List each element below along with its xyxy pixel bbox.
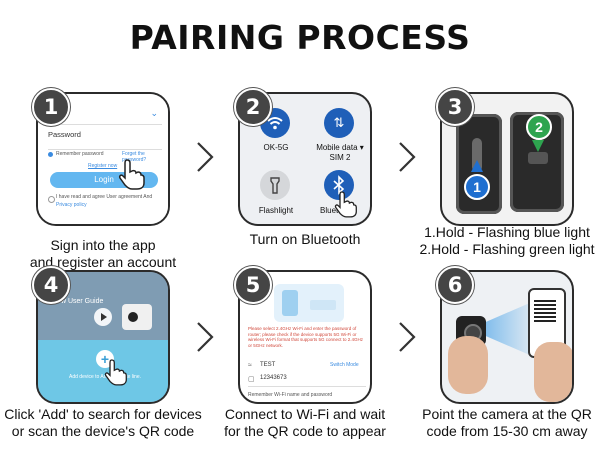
arrow-down-icon (532, 140, 544, 152)
step-3-caption: 1.Hold - Flashing blue light 2.Hold - Fl… (412, 224, 600, 258)
step-4-caption-line2: or scan the device's QR code (11, 423, 195, 439)
wifi-label: OK-5G (263, 143, 289, 152)
step-6-caption: Point the camera at the QR code from 15-… (412, 406, 600, 440)
mobile-data-sub: SIM 2 (329, 153, 351, 162)
qr-code (534, 300, 556, 322)
step-3-caption-line2: 2.Hold - Flashing green light (419, 241, 595, 257)
step-1-caption-line2: and register an account (29, 254, 177, 270)
password-field[interactable] (48, 140, 162, 150)
step-2-caption: Turn on Bluetooth (210, 231, 400, 248)
login-label: Login (94, 175, 114, 184)
chevron-right-icon (399, 322, 416, 352)
chevron-down-icon: ⌄ (150, 108, 158, 118)
step-2-caption-line1: Turn on Bluetooth (249, 231, 361, 247)
play-button[interactable] (94, 308, 112, 326)
hand-pointer-icon (119, 159, 145, 190)
flashlight-label: Flashlight (258, 206, 294, 215)
add-device-caption: Add device to Arlog this site line. (69, 374, 141, 380)
forgot-password-link[interactable]: Forget the password? (122, 151, 147, 163)
wifi-notice: Please select 2.4GHz Wi-Fi and enter the… (248, 326, 364, 348)
mobile-data-toggle[interactable]: ⇅ (324, 108, 354, 138)
step-6-caption-line2: code from 15-30 cm away (426, 423, 588, 439)
play-icon (101, 313, 107, 321)
register-link[interactable]: Register now (88, 163, 118, 169)
page-title: PAIRING PROCESS (129, 18, 471, 57)
bluetooth-toggle[interactable] (324, 170, 354, 200)
step-1-badge: 1 (32, 88, 70, 126)
step-3-badge: 3 (436, 88, 474, 126)
scan-beam (482, 302, 532, 356)
chevron-right-icon (197, 142, 214, 172)
step-6-badge: 6 (436, 266, 474, 304)
remember-wifi-text: Remember Wi-Fi name and password (248, 392, 333, 398)
green-marker: 2 (526, 114, 552, 140)
switch-mode-link[interactable]: Switch Mode (330, 362, 359, 368)
bluetooth-icon (333, 175, 345, 195)
mobile-data-icon: ⇅ (333, 115, 345, 130)
privacy-link[interactable]: Privacy policy (56, 202, 87, 208)
blue-marker: 1 (464, 174, 490, 200)
guide-label: New User Guide (52, 298, 104, 305)
chevron-right-icon (399, 142, 416, 172)
step-6-caption-line1: Point the camera at the QR (422, 406, 592, 422)
hand-pointer-icon (104, 359, 127, 386)
step-4-caption: Click 'Add' to search for devices or sca… (0, 406, 206, 440)
step-4-badge: 4 (32, 266, 70, 304)
wifi-password-field[interactable]: 12343673 (260, 375, 287, 381)
agree-text: I have read and agree User agreement And (56, 194, 153, 200)
step-5-caption-line1: Connect to Wi-Fi and wait (224, 406, 386, 422)
step-2-badge: 2 (234, 88, 272, 126)
wifi-icon: ≈ (248, 362, 252, 369)
wifi-icon (267, 117, 283, 130)
step-4-caption-line1: Click 'Add' to search for devices (4, 406, 202, 422)
arrow-up-icon (471, 160, 483, 172)
step-1-caption-line1: Sign into the app (50, 237, 156, 253)
remember-checkbox[interactable] (48, 152, 53, 157)
lock-icon: ▢ (248, 376, 255, 383)
green-marker-number: 2 (535, 119, 543, 135)
mobile-data-label: Mobile data ▾ (316, 143, 364, 152)
agree-checkbox[interactable] (48, 196, 55, 203)
hand-pointer-icon (334, 191, 357, 218)
step-6-card (440, 270, 574, 404)
ssid-field[interactable]: TEST (260, 362, 276, 368)
chevron-right-icon (197, 322, 214, 352)
flashlight-icon (270, 177, 280, 194)
remember-label: Remember password (56, 151, 104, 157)
plus-icon: + (100, 351, 110, 367)
bluetooth-label: Blueto (320, 206, 343, 215)
password-label: Password (48, 130, 81, 139)
step-5-caption-line2: for the QR code to appear (224, 423, 386, 439)
flashlight-toggle[interactable] (260, 170, 290, 200)
hand-right (534, 342, 572, 402)
step-1-caption: Sign into the app and register an accoun… (8, 237, 198, 271)
step-5-caption: Connect to Wi-Fi and wait for the QR cod… (210, 406, 400, 440)
step-3-caption-line1: 1.Hold - Flashing blue light (424, 224, 590, 240)
blue-marker-number: 1 (473, 179, 481, 195)
hand-left (448, 336, 488, 394)
step-5-badge: 5 (234, 266, 272, 304)
